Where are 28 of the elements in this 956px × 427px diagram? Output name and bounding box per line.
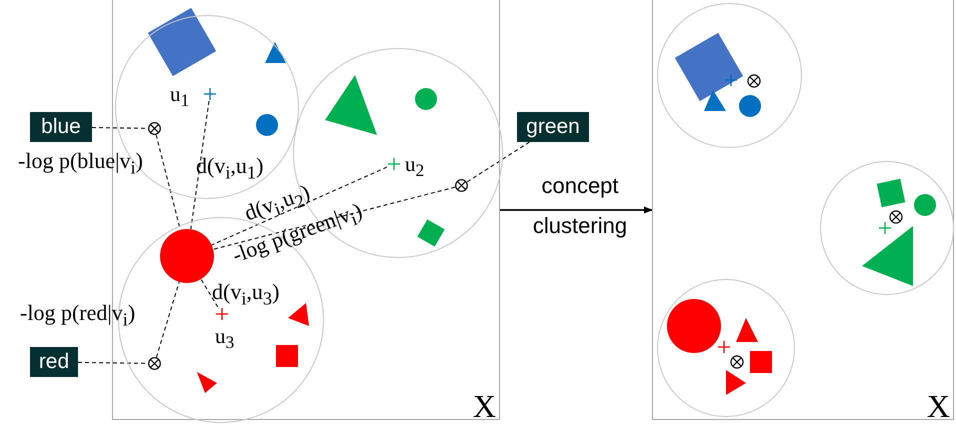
connector-line <box>156 281 180 358</box>
connector-line <box>190 100 210 230</box>
word-tag: blue <box>30 112 92 142</box>
connector-line <box>211 166 388 246</box>
centroid-label: u$_{3}$ <box>215 324 234 354</box>
centroid-label: u$_{2}$ <box>405 152 424 182</box>
prototype-marker <box>148 357 161 370</box>
cluster-circle <box>657 3 802 148</box>
prototype-marker <box>455 179 468 192</box>
edge-label: d(v$_{i}$,u$_{3}$) <box>212 279 280 310</box>
edge-label: -log p(blue|v$_{i}$) <box>18 148 143 180</box>
embedding-panel <box>652 0 954 420</box>
edge-label: concept clustering <box>532 172 628 240</box>
cluster-circle <box>657 279 795 417</box>
edge-label: d(v$_{i}$,u$_{1}$) <box>196 153 264 184</box>
space-label: X <box>926 388 950 425</box>
connector-line <box>212 186 456 250</box>
edge-label: -log p(red|v$_{i}$) <box>20 300 136 332</box>
space-label: X <box>472 388 496 425</box>
data-point <box>160 229 214 283</box>
centroid-label: u$_{1}$ <box>170 82 190 112</box>
word-tag: green <box>517 112 589 142</box>
connector-line <box>466 142 530 182</box>
word-tag: red <box>30 347 78 377</box>
prototype-marker <box>148 122 161 135</box>
cluster-circle <box>820 161 954 295</box>
connector-line <box>200 278 218 308</box>
arrow <box>500 206 653 214</box>
